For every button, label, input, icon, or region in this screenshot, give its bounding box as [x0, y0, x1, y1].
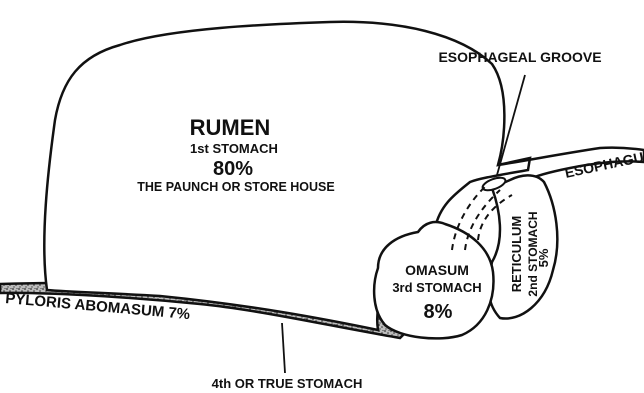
rumen-desc: THE PAUNCH OR STORE HOUSE: [137, 180, 334, 194]
omasum-sub: 3rd STOMACH: [392, 280, 481, 295]
abomasum-caption: 4th OR TRUE STOMACH: [212, 376, 363, 391]
reticulum-percent: 5%: [536, 248, 551, 267]
rumen-sub: 1st STOMACH: [190, 141, 278, 156]
esophageal-groove-label: ESOPHAGEAL GROOVE: [438, 49, 601, 65]
rumen-percent: 80%: [213, 158, 253, 180]
rumen-name: RUMEN: [190, 115, 271, 140]
reticulum-name: RETICULUM: [509, 216, 524, 293]
omasum-name: OMASUM: [405, 262, 469, 278]
true-stomach-leader-line: [282, 323, 285, 373]
omasum-percent: 8%: [424, 301, 453, 323]
